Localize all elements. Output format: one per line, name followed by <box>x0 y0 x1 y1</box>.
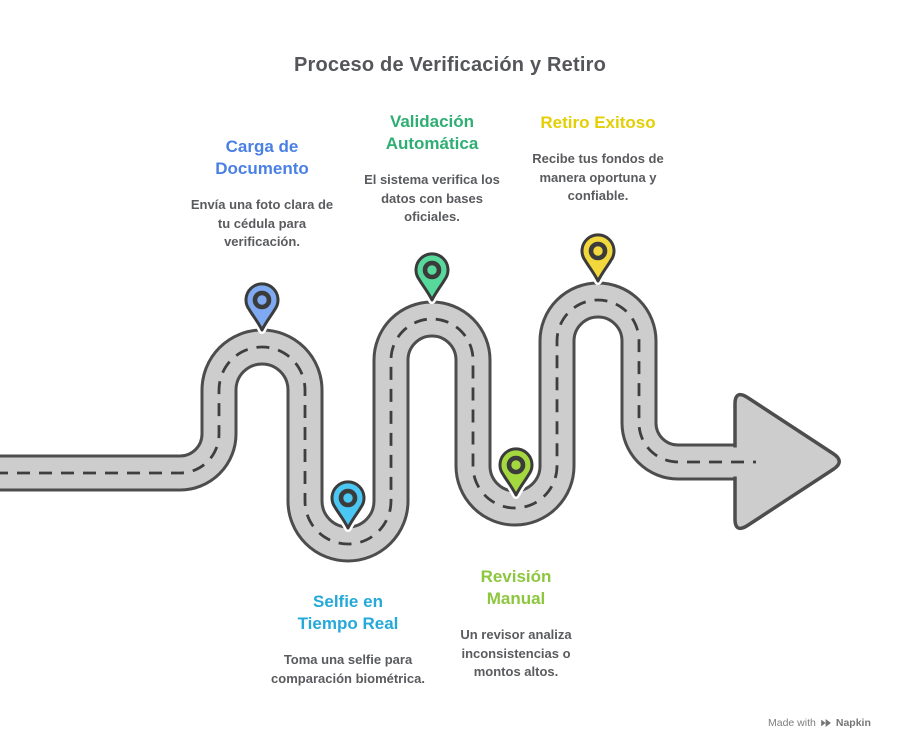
pin-selfie-en-tiempo-real <box>332 482 364 528</box>
step-selfie-en-tiempo-real: Selfie en Tiempo Real Toma una selfie pa… <box>263 591 433 688</box>
arrow-head <box>733 392 841 531</box>
step-title: Retiro Exitoso <box>540 113 656 132</box>
pin-validacion-automatica <box>416 254 448 300</box>
watermark: Made with Napkin <box>768 717 871 729</box>
road-surface <box>0 284 765 560</box>
step-description: Toma una selfie para comparación biométr… <box>271 652 425 686</box>
step-description: Recibe tus fondos de manera oportuna y c… <box>532 151 664 203</box>
step-carga-de-documento: Carga de Documento Envía una foto clara … <box>177 136 347 252</box>
pin-carga-de-documento <box>246 284 278 330</box>
step-validacion-automatica: Validación Automática El sistema verific… <box>347 111 517 227</box>
step-title: Carga de Documento <box>215 137 309 178</box>
step-title: Selfie en Tiempo Real <box>297 592 399 633</box>
step-description: Un revisor analiza inconsistencias o mon… <box>460 627 572 679</box>
watermark-made-with: Made with <box>768 717 816 729</box>
step-description: Envía una foto clara de tu cédula para v… <box>190 197 334 249</box>
step-title: Revisión Manual <box>480 567 552 608</box>
step-retiro-exitoso: Retiro Exitoso Recibe tus fondos de mane… <box>513 112 683 206</box>
road-center-dashes <box>0 298 756 546</box>
step-title: Validación Automática <box>385 112 479 153</box>
watermark-brand: Napkin <box>835 717 871 729</box>
step-revision-manual: Revisión Manual Un revisor analiza incon… <box>431 566 601 682</box>
napkin-logo-icon <box>821 719 831 727</box>
pin-retiro-exitoso <box>582 235 614 281</box>
page-title: Proceso de Verificación y Retiro <box>293 54 607 76</box>
step-description: El sistema verifica los datos con bases … <box>364 172 500 224</box>
